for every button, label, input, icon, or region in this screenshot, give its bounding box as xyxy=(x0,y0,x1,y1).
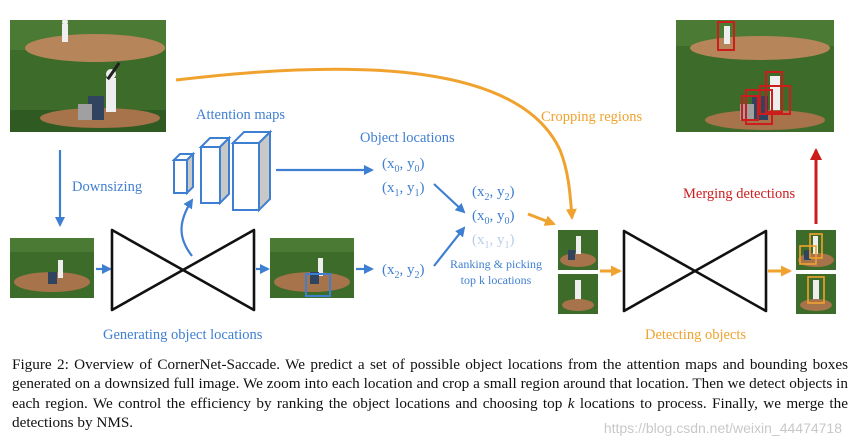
to-attention-arrow xyxy=(180,198,194,257)
watermark: https://blog.csdn.net/weixin_44474718 xyxy=(603,420,842,436)
full-input-image xyxy=(10,19,166,132)
merging-label: Merging detections xyxy=(683,186,795,202)
ranked-coord: (x2, y2) xyxy=(472,184,515,203)
cornernet-saccade-diagram: Downsizing Attention maps xyxy=(10,19,836,343)
ranking-label: top k locations xyxy=(461,273,532,287)
locations-to-ranking-arrow xyxy=(433,183,466,214)
bbox-image xyxy=(270,238,354,298)
final-output-image xyxy=(676,20,834,132)
hourglass-network-2 xyxy=(622,229,768,313)
detecting-label: Detecting objects xyxy=(645,327,746,343)
location-coord: (x0, y0) xyxy=(382,156,425,175)
attention-maps xyxy=(171,129,273,213)
figure-caption: Figure 2: Overview of CornerNet-Saccade.… xyxy=(12,356,848,432)
downsized-image xyxy=(10,238,94,298)
locations-to-ranking-arrow xyxy=(433,226,466,267)
generating-label: Generating object locations xyxy=(103,327,263,343)
downsizing-label: Downsizing xyxy=(72,179,142,195)
ranked-coord: (x0, y0) xyxy=(472,208,515,227)
ranking-to-crops-arrow xyxy=(527,212,556,226)
detection-crops xyxy=(796,230,836,314)
location-coord: (x1, y1) xyxy=(382,180,425,199)
bbox-highlight xyxy=(305,273,331,297)
location-coord: (x2, y2) xyxy=(382,262,425,281)
ranked-coord-faded: (x1, y1) xyxy=(472,232,515,251)
cropping-arrow xyxy=(175,67,577,220)
hourglass-network-1 xyxy=(110,228,256,312)
ranking-label: Ranking & picking xyxy=(450,257,542,271)
attention-maps-label: Attention maps xyxy=(196,107,285,123)
cropping-label: Cropping regions xyxy=(541,109,642,125)
cropped-regions xyxy=(558,230,598,314)
object-locations-label: Object locations xyxy=(360,130,455,146)
